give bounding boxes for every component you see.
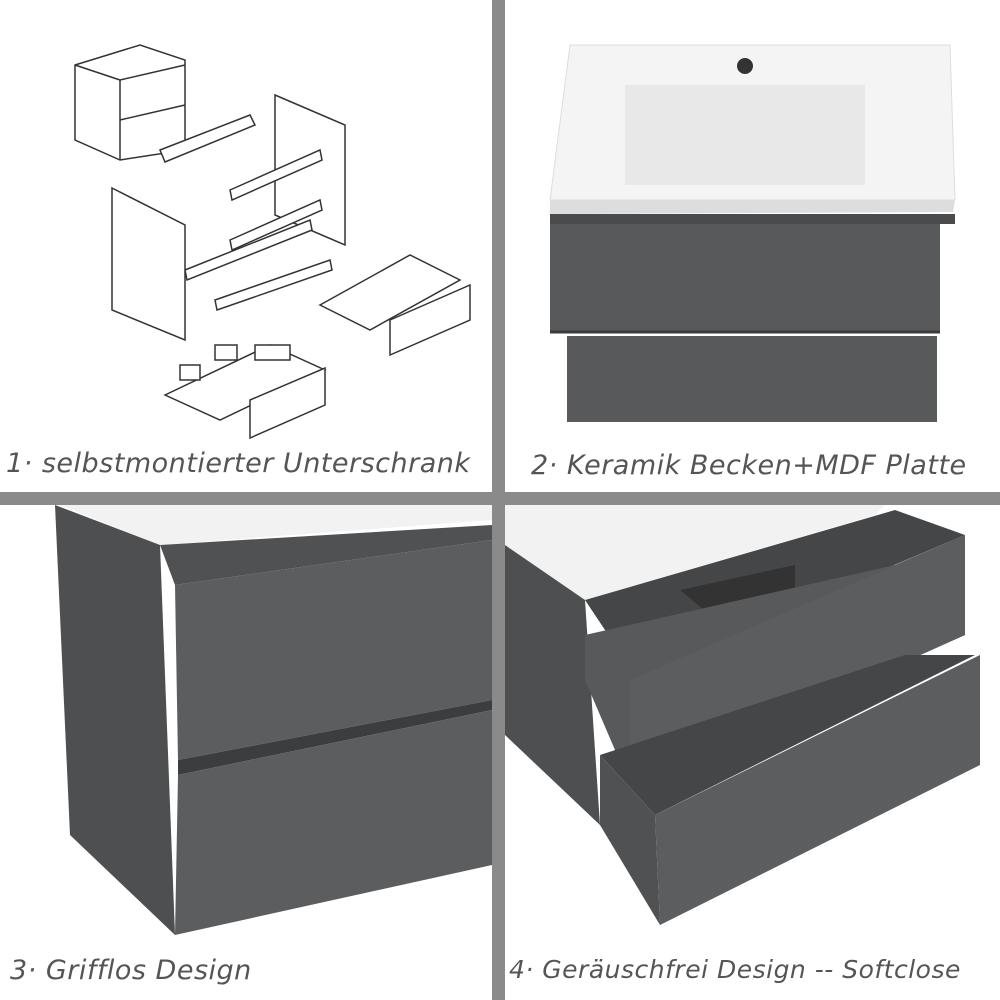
panel-caption: 4· Geräuschfrei Design -- Softclose [509, 955, 961, 984]
open-softclose-drawers [505, 505, 980, 925]
panel-caption: 2· Keramik Becken+MDF Platte [531, 450, 967, 481]
panel-softclose: 4· Geräuschfrei Design -- Softclose [505, 505, 1000, 1000]
handleless-drawer-closeup [55, 505, 492, 935]
panel-handleless: 3· Grifflos Design [0, 505, 492, 1000]
vanity-with-ceramic-basin [549, 44, 956, 422]
panel-assembly: 1· selbstmontierter Unterschrank [0, 0, 492, 492]
panel-caption: 3· Grifflos Design [10, 955, 252, 986]
panel-basin: 2· Keramik Becken+MDF Platte [505, 0, 1000, 492]
exploded-assembly-diagram [74, 44, 471, 440]
panel-caption: 1· selbstmontierter Unterschrank [6, 448, 471, 479]
